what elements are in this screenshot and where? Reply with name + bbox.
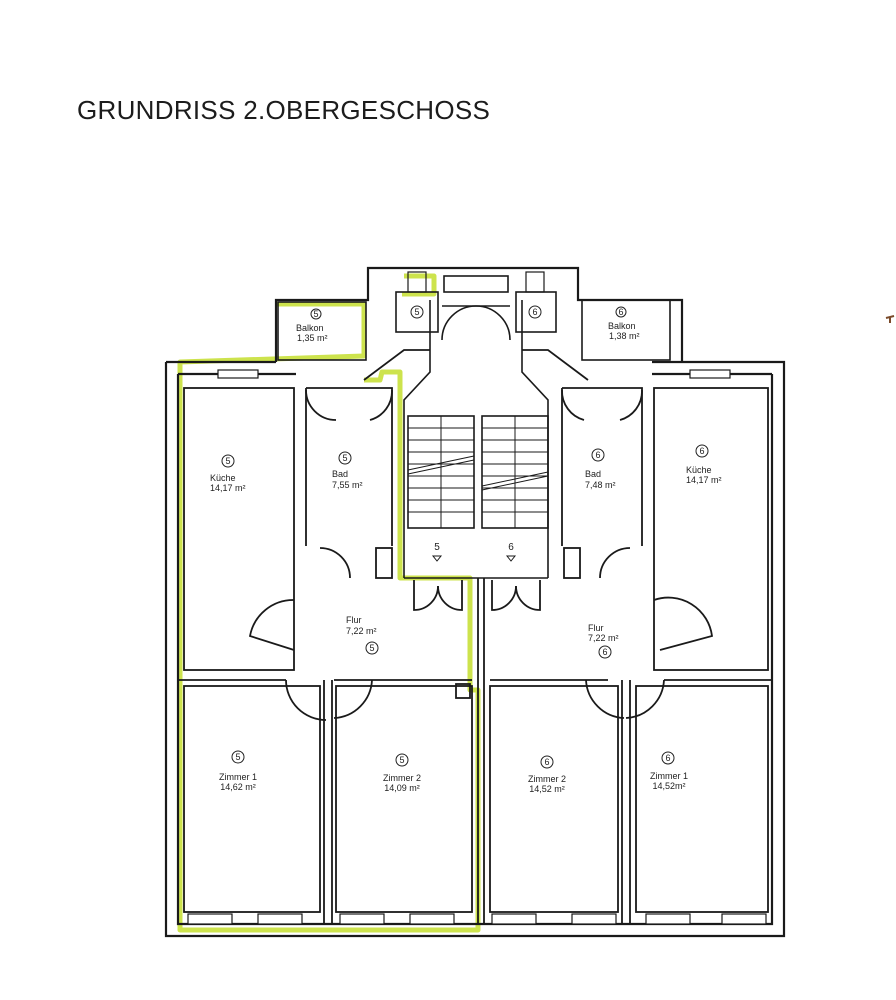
room-name: Flur <box>588 623 604 633</box>
room-kueche-left: 5 Küche 14,17 m² <box>210 454 246 493</box>
outer-walls <box>164 266 786 938</box>
unit-5-highlight <box>177 273 481 933</box>
unit-number: 5 <box>369 643 374 653</box>
room-area: 7,22 m² <box>346 626 377 636</box>
stair-marker-left: 5 <box>434 542 440 553</box>
stair-marker-right: 6 <box>508 542 514 553</box>
stairwell <box>403 275 549 579</box>
unit-number: 5 <box>235 752 240 762</box>
margin-mark <box>885 315 895 323</box>
room-area: 7,55 m² <box>332 480 363 490</box>
unit-number: 5 <box>414 307 419 317</box>
shaft-left: 5 <box>395 271 439 333</box>
unit-number: 5 <box>399 755 404 765</box>
room-name: Bad <box>585 469 601 479</box>
room-zimmer1-left: 5 Zimmer 1 14,62 m² <box>219 750 257 792</box>
unit-number: 6 <box>602 647 607 657</box>
room-flur-right: Flur 7,22 m² 6 <box>588 623 619 659</box>
room-area: 14,17 m² <box>686 475 722 485</box>
unit-number: 6 <box>532 307 537 317</box>
room-name: Küche <box>686 465 712 475</box>
room-name: Flur <box>346 615 362 625</box>
room-name: Balkon <box>296 323 324 333</box>
unit-number: 5 <box>342 453 347 463</box>
interior-walls <box>178 349 772 924</box>
unit-number: 5 <box>225 456 230 466</box>
room-area: 14,09 m² <box>384 783 420 793</box>
windows <box>187 369 767 925</box>
room-area: 7,22 m² <box>588 633 619 643</box>
room-area: 14,52 m² <box>529 784 565 794</box>
room-zimmer2-right: 6 Zimmer 2 14,52 m² <box>528 755 566 794</box>
room-name: Balkon <box>608 321 636 331</box>
room-zimmer2-left: 5 Zimmer 2 14,09 m² <box>383 753 421 793</box>
room-name: Zimmer 2 <box>383 773 421 783</box>
room-name: Zimmer 2 <box>528 774 566 784</box>
shaft-right: 6 <box>515 271 557 333</box>
unit-number: 5 <box>313 309 318 319</box>
room-name: Bad <box>332 469 348 479</box>
room-name: Zimmer 1 <box>650 771 688 781</box>
room-area: 7,48 m² <box>585 480 616 490</box>
unit-number: 6 <box>544 757 549 767</box>
room-area: 14,17 m² <box>210 483 246 493</box>
balcony-right: 6 Balkon 1,38 m² <box>581 299 671 361</box>
room-name: Küche <box>210 473 236 483</box>
room-bad-left: 5 Bad 7,55 m² <box>332 451 363 490</box>
room-area: 1,38 m² <box>609 331 640 341</box>
room-area: 1,35 m² <box>297 333 328 343</box>
room-area: 14,52m² <box>652 781 685 791</box>
page-title: GRUNDRISS 2.OBERGESCHOSS <box>77 95 491 125</box>
room-area: 14,62 m² <box>220 782 256 792</box>
room-name: Zimmer 1 <box>219 772 257 782</box>
balcony-left: 5 Balkon 1,35 m² <box>277 301 367 361</box>
room-flur-left: Flur 7,22 m² 5 <box>346 615 379 655</box>
unit-number: 6 <box>618 307 623 317</box>
unit-number: 6 <box>699 446 704 456</box>
room-zimmer1-right: 6 Zimmer 1 14,52m² <box>650 751 688 791</box>
room-bad-right: 6 Bad 7,48 m² <box>585 448 616 490</box>
unit-number: 6 <box>595 450 600 460</box>
room-kueche-right: 6 Küche 14,17 m² <box>686 444 722 485</box>
unit-number: 6 <box>665 753 670 763</box>
